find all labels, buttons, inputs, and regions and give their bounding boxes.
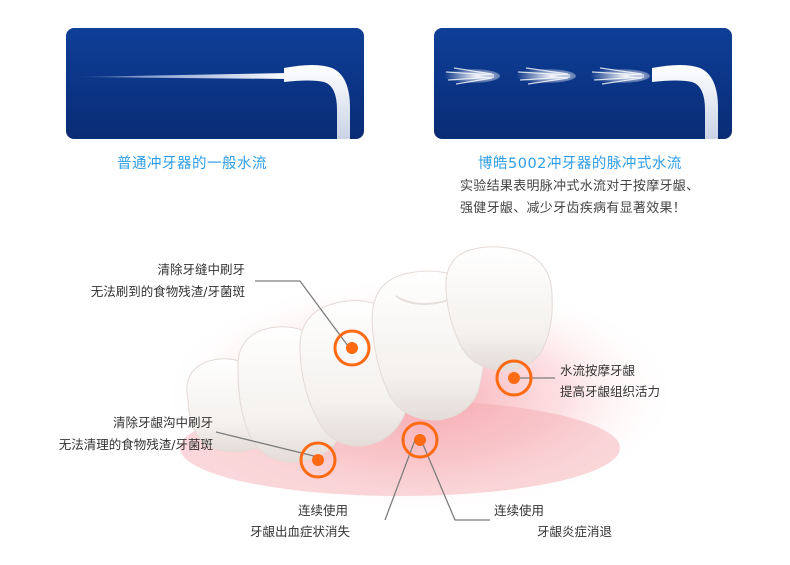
panel-normal-stream [66, 28, 364, 139]
callout-massage-line2: 提高牙龈组织活力 [560, 384, 661, 399]
nozzle-tip [284, 65, 350, 139]
water-stream [71, 73, 288, 79]
leader-gap [255, 280, 349, 347]
callout-massage-line1: 水流按摩牙龈 [560, 363, 636, 378]
callout-gap-line2: 无法刷到的食物残渣/牙菌斑 [90, 284, 245, 299]
teeth-illustration [160, 246, 680, 521]
callout-gap-line1: 清除牙缝中刷牙 [157, 262, 245, 277]
marker-gap [333, 329, 371, 367]
callout-sulcus-line1: 清除牙龈沟中刷牙 [112, 415, 213, 430]
marker-massage [495, 359, 533, 397]
callout-inflammation-line2: 牙龈炎症消退 [537, 524, 613, 539]
callout-bleeding-line1: 连续使用 [297, 503, 348, 518]
nozzle-tip [652, 65, 718, 139]
panel-pulse-stream [434, 28, 732, 139]
pulse-description-line-2: 强健牙龈、减少牙齿疾病有显著效果！ [460, 201, 687, 216]
pulse-burst-1 [444, 67, 500, 85]
tooth-5 [445, 246, 553, 371]
pulse-burst-3 [590, 67, 650, 85]
caption-pulse-stream: 博皓5002冲牙器的脉冲式水流 [478, 156, 682, 172]
normal-stream-illustration [71, 65, 350, 139]
pulse-burst-2 [516, 67, 576, 85]
leader-inflammation [421, 441, 490, 521]
callout-inflammation-line1: 连续使用 [494, 503, 545, 518]
marker-sulcus [299, 441, 337, 479]
pulse-stream-illustration [444, 65, 718, 139]
pulse-description-line-1: 实验结果表明脉冲式水流对于按摩牙龈、 [460, 179, 700, 194]
callout-bleeding-line2: 牙龈出血症状消失 [249, 524, 350, 539]
caption-normal-stream: 普通冲牙器的一般水流 [117, 156, 267, 172]
marker-bleeding-inflammation [401, 421, 439, 459]
callout-sulcus-line2: 无法清理的食物残渣/牙菌斑 [58, 437, 213, 452]
